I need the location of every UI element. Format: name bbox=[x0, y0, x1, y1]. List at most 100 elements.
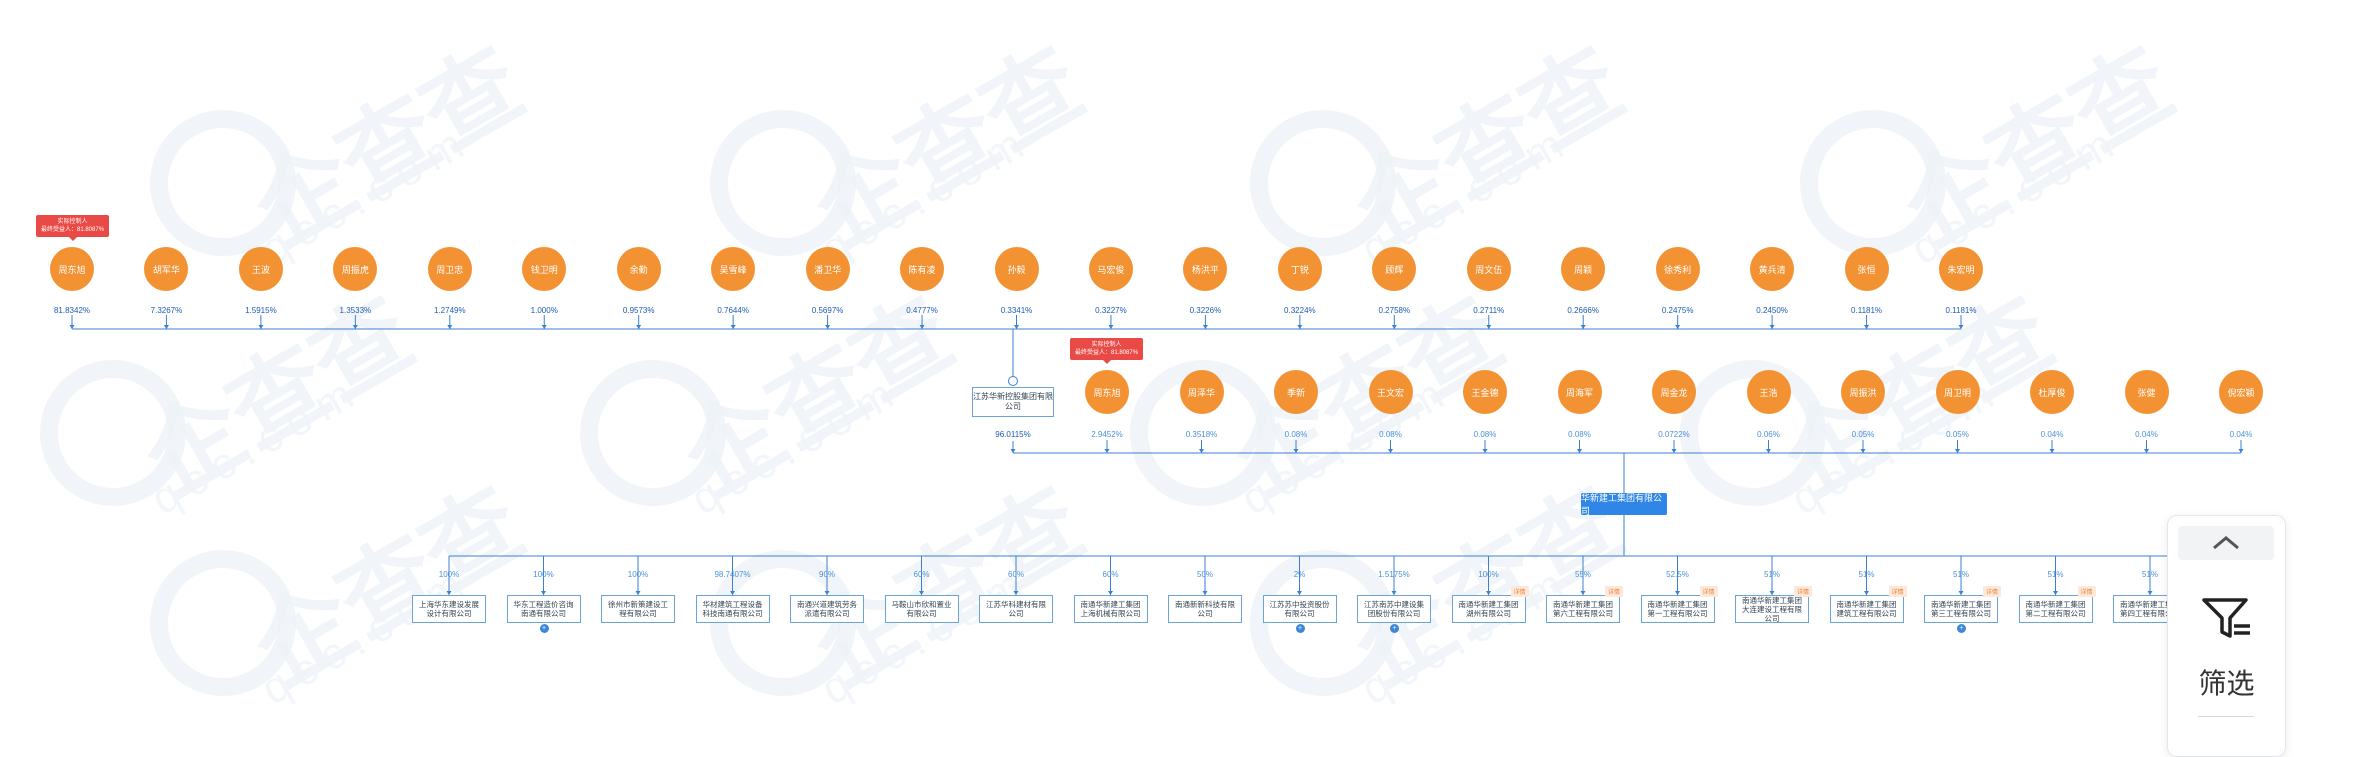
collapse-button[interactable] bbox=[2178, 526, 2274, 560]
shareholder-node[interactable]: 周东旭 bbox=[1085, 370, 1129, 414]
shareholder-node[interactable]: 丁锐 bbox=[1277, 247, 1322, 291]
panel-divider bbox=[2198, 716, 2254, 717]
expand-button[interactable]: + bbox=[539, 624, 549, 633]
subsidiary-node[interactable]: 南通华新建工集团第二工程有限公司 bbox=[2018, 595, 2093, 623]
subsidiary-node[interactable]: 华材建筑工程设备科技南通有限公司 bbox=[695, 595, 770, 623]
shareholder-node[interactable]: 周卫忠 bbox=[427, 247, 472, 291]
arrow-head bbox=[447, 325, 453, 329]
shareholder-node[interactable]: 陈有凌 bbox=[900, 247, 945, 291]
subsidiary-node[interactable]: 马鞍山市欣和置业有限公司 bbox=[884, 595, 959, 623]
shareholder-node[interactable]: 周振虎 bbox=[333, 247, 378, 291]
shareholder-node[interactable]: 潘卫华 bbox=[805, 247, 850, 291]
subsidiary-node[interactable]: 江苏苏中投资股份有限公司 bbox=[1262, 595, 1337, 623]
shareholder-node[interactable]: 周文伍 bbox=[1466, 247, 1511, 291]
detail-tag[interactable]: 详情 bbox=[2077, 586, 2096, 597]
shareholding-percent: 0.04% bbox=[2135, 430, 2158, 439]
shareholder-node[interactable]: 杜厚俊 bbox=[2030, 370, 2074, 414]
subsidiary-node[interactable]: 江苏南苏中建设集团股份有限公司 bbox=[1357, 595, 1431, 623]
subsidiary-percent: 100% bbox=[1478, 570, 1499, 579]
subsidiary-percent: 55% bbox=[1574, 570, 1592, 579]
subsidiary-percent: 2% bbox=[1293, 570, 1306, 579]
shareholder-node[interactable]: 朱宏明 bbox=[1939, 247, 1983, 291]
detail-tag[interactable]: 详情 bbox=[1699, 586, 1718, 597]
detail-tag[interactable]: 详情 bbox=[1888, 586, 1907, 597]
shareholder-node[interactable]: 周金龙 bbox=[1652, 370, 1696, 414]
subsidiary-node[interactable]: 南通华新建工集团第六工程有限公司 bbox=[1546, 595, 1620, 623]
subsidiary-percent: 100% bbox=[533, 570, 554, 579]
shareholder-node[interactable]: 王文宏 bbox=[1368, 370, 1413, 414]
tag-beneficiary: 最终受益人：81.8087% bbox=[1075, 350, 1139, 356]
shareholder-node[interactable]: 倪宏颖 bbox=[2219, 370, 2263, 414]
expand-button[interactable]: + bbox=[1957, 624, 1966, 633]
expand-button[interactable]: + bbox=[1295, 624, 1305, 633]
subsidiary-percent: 51% bbox=[2141, 570, 2159, 579]
arrow-head bbox=[1860, 449, 1866, 453]
subsidiary-percent: 100% bbox=[627, 570, 649, 579]
shareholding-percent: 1.2749% bbox=[434, 306, 466, 315]
arrow-head bbox=[1104, 449, 1110, 453]
subsidiary-node[interactable]: 南通华新建工集团上海机械有限公司 bbox=[1073, 595, 1148, 623]
shareholding-percent: 0.2475% bbox=[1661, 306, 1694, 315]
shareholder-node[interactable]: 黄兵清 bbox=[1750, 247, 1795, 291]
detail-tag[interactable]: 详情 bbox=[1605, 586, 1624, 597]
shareholder-node[interactable]: 孙毅 bbox=[994, 247, 1039, 291]
shareholder-node[interactable]: 张恒 bbox=[1844, 247, 1889, 291]
shareholder-node[interactable]: 吴雪峰 bbox=[711, 247, 756, 291]
expand-button[interactable]: + bbox=[1390, 624, 1399, 633]
subsidiary-node[interactable]: 南通华新建工集团第三工程有限公司 bbox=[1924, 595, 1998, 623]
subsidiary-percent: 51% bbox=[1952, 570, 1970, 579]
shareholder-node[interactable]: 余勤 bbox=[616, 247, 661, 291]
shareholding-percent: 0.04% bbox=[2040, 430, 2064, 439]
shareholder-node[interactable]: 王金德 bbox=[1463, 370, 1507, 414]
parent-company-node[interactable]: 江苏华新控股集团有限公司 bbox=[972, 387, 1054, 417]
shareholder-node[interactable]: 徐秀利 bbox=[1655, 247, 1700, 291]
subsidiary-node[interactable]: 华东工程造价咨询南通有限公司 bbox=[506, 595, 581, 623]
shareholder-node[interactable]: 季新 bbox=[1274, 370, 1318, 414]
subsidiary-node[interactable]: 南通华新建工集团大连建设工程有限公司 bbox=[1735, 595, 1809, 623]
filter-panel: 筛选 bbox=[2167, 515, 2286, 757]
shareholding-percent: 0.3224% bbox=[1284, 306, 1316, 315]
subsidiary-node[interactable]: 徐州市新策建设工程有限公司 bbox=[601, 595, 675, 623]
arrow-head bbox=[1671, 449, 1677, 453]
arrow-head bbox=[1580, 325, 1586, 329]
subsidiary-node[interactable]: 南通华新建工集团第一工程有限公司 bbox=[1640, 595, 1715, 623]
shareholder-node[interactable]: 钱卫明 bbox=[522, 247, 567, 291]
shareholder-node[interactable]: 杨洪平 bbox=[1183, 247, 1228, 291]
subsidiary-node[interactable]: 南通华新建工集团湖州有限公司 bbox=[1451, 595, 1526, 623]
shareholder-node[interactable]: 周泽华 bbox=[1179, 370, 1224, 414]
arrow-head bbox=[541, 591, 546, 595]
detail-tag[interactable]: 详情 bbox=[1510, 586, 1529, 597]
subsidiary-percent: 52.5% bbox=[1666, 570, 1689, 579]
subsidiary-node[interactable]: 江苏华科建材有限公司 bbox=[979, 595, 1053, 623]
detail-tag[interactable]: 详情 bbox=[1983, 586, 2002, 597]
arrow-head bbox=[1955, 449, 1960, 453]
shareholder-node[interactable]: 周颖 bbox=[1561, 247, 1606, 291]
arrow-head bbox=[730, 591, 735, 595]
shareholding-percent: 1.3533% bbox=[339, 306, 372, 315]
shareholder-node[interactable]: 周卫明 bbox=[1935, 370, 1980, 414]
subsidiary-node[interactable]: 南通兴道建筑劳务派遣有限公司 bbox=[790, 595, 864, 623]
shareholder-node[interactable]: 周东旭 bbox=[50, 247, 94, 291]
shareholder-node[interactable]: 马宏俊 bbox=[1088, 247, 1133, 291]
detail-tag[interactable]: 详情 bbox=[1794, 586, 1813, 597]
tag-title: 实际控制人 bbox=[1091, 342, 1122, 348]
filter-button[interactable]: 筛选 bbox=[2168, 586, 2285, 706]
shareholder-node[interactable]: 顾辉 bbox=[1372, 247, 1417, 291]
subsidiary-node[interactable]: 南通华新建工集团建筑工程有限公司 bbox=[1829, 595, 1904, 623]
shareholder-node[interactable]: 王波 bbox=[238, 247, 283, 291]
arrow-head bbox=[1958, 325, 1964, 329]
arrow-head bbox=[2144, 449, 2149, 453]
subsidiary-node[interactable]: 南通新新科技有限公司 bbox=[1168, 595, 1242, 623]
shareholder-node[interactable]: 王浩 bbox=[1746, 370, 1791, 414]
shareholder-node[interactable]: 周海军 bbox=[1557, 370, 1602, 414]
arrow-head bbox=[1014, 325, 1019, 329]
shareholder-node[interactable]: 周振洪 bbox=[1841, 370, 1885, 414]
shareholding-percent: 0.1181% bbox=[1945, 306, 1977, 315]
shareholder-node[interactable]: 张健 bbox=[2124, 370, 2169, 414]
shareholder-node[interactable]: 胡军华 bbox=[144, 247, 189, 291]
subsidiary-node[interactable]: 上海华东建设发展设计有限公司 bbox=[412, 595, 486, 623]
main-company-node[interactable]: 华新建工集团有限公司 bbox=[1581, 493, 1667, 516]
parent-percent: 96.0115% bbox=[995, 430, 1031, 439]
shareholding-percent: 0.04% bbox=[2229, 430, 2253, 439]
